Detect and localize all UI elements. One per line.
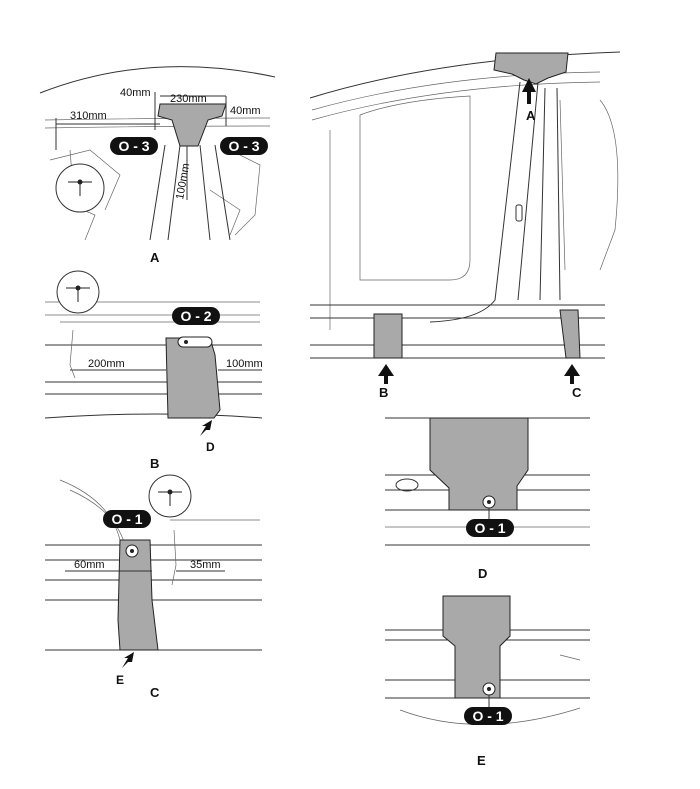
tag-a-right bbox=[220, 137, 268, 155]
dim-c-60: 60mm bbox=[74, 559, 105, 571]
view-d-panel bbox=[429, 417, 529, 511]
caption-view-c: C bbox=[150, 685, 160, 700]
svg-text:B: B bbox=[379, 385, 388, 400]
view-a-panel bbox=[157, 103, 227, 147]
arrow-d bbox=[200, 420, 212, 436]
main-view: A B C bbox=[309, 51, 621, 400]
caption-view-a: A bbox=[150, 250, 160, 265]
main-panel-b bbox=[373, 313, 403, 359]
main-panel-c bbox=[559, 309, 581, 359]
svg-text:C: C bbox=[572, 385, 582, 400]
view-e-panel bbox=[442, 595, 511, 699]
view-e: O - 1 E bbox=[385, 595, 590, 768]
dim-c-35: 35mm bbox=[190, 559, 221, 571]
svg-text:D: D bbox=[206, 440, 215, 454]
view-b: 200mm 100mm O - 2 D B bbox=[44, 270, 263, 471]
svg-text:A: A bbox=[526, 108, 536, 123]
caption-view-d: D bbox=[478, 566, 487, 581]
dim-b-200: 200mm bbox=[88, 358, 125, 370]
svg-text:E: E bbox=[116, 673, 124, 687]
view-a: 40mm 230mm 40mm 310mm 100mm O - 3 O - 3 … bbox=[39, 66, 276, 265]
view-b-panel bbox=[165, 337, 221, 419]
view-c: 60mm 35mm O - 1 E C bbox=[45, 474, 262, 700]
tag-d bbox=[466, 519, 514, 537]
svg-text:O - 1: O - 1 bbox=[472, 708, 503, 724]
svg-text:O - 1: O - 1 bbox=[474, 520, 505, 536]
dim-a-230: 230mm bbox=[170, 93, 207, 105]
view-d: O - 1 D bbox=[385, 417, 590, 581]
main-arrow-b bbox=[378, 364, 394, 384]
svg-text:O - 3: O - 3 bbox=[228, 138, 259, 154]
dim-a-310: 310mm bbox=[70, 110, 107, 122]
view-c-panel bbox=[117, 539, 159, 651]
tag-e bbox=[464, 707, 512, 725]
dim-a-40-left: 40mm bbox=[120, 87, 151, 99]
tag-b bbox=[172, 307, 220, 325]
arrow-e bbox=[122, 652, 134, 668]
tag-c bbox=[103, 510, 151, 528]
tag-a-left bbox=[110, 137, 158, 155]
main-arrow-a bbox=[522, 78, 536, 104]
svg-text:O - 1: O - 1 bbox=[111, 511, 142, 527]
dim-b-100: 100mm bbox=[226, 358, 263, 370]
main-arrow-c bbox=[564, 364, 580, 384]
caption-view-e: E bbox=[477, 753, 486, 768]
svg-text:O - 3: O - 3 bbox=[118, 138, 149, 154]
caption-view-b: B bbox=[150, 456, 159, 471]
main-panel-a bbox=[493, 52, 569, 85]
svg-text:O - 2: O - 2 bbox=[180, 308, 211, 324]
dim-a-40-right: 40mm bbox=[230, 105, 261, 117]
